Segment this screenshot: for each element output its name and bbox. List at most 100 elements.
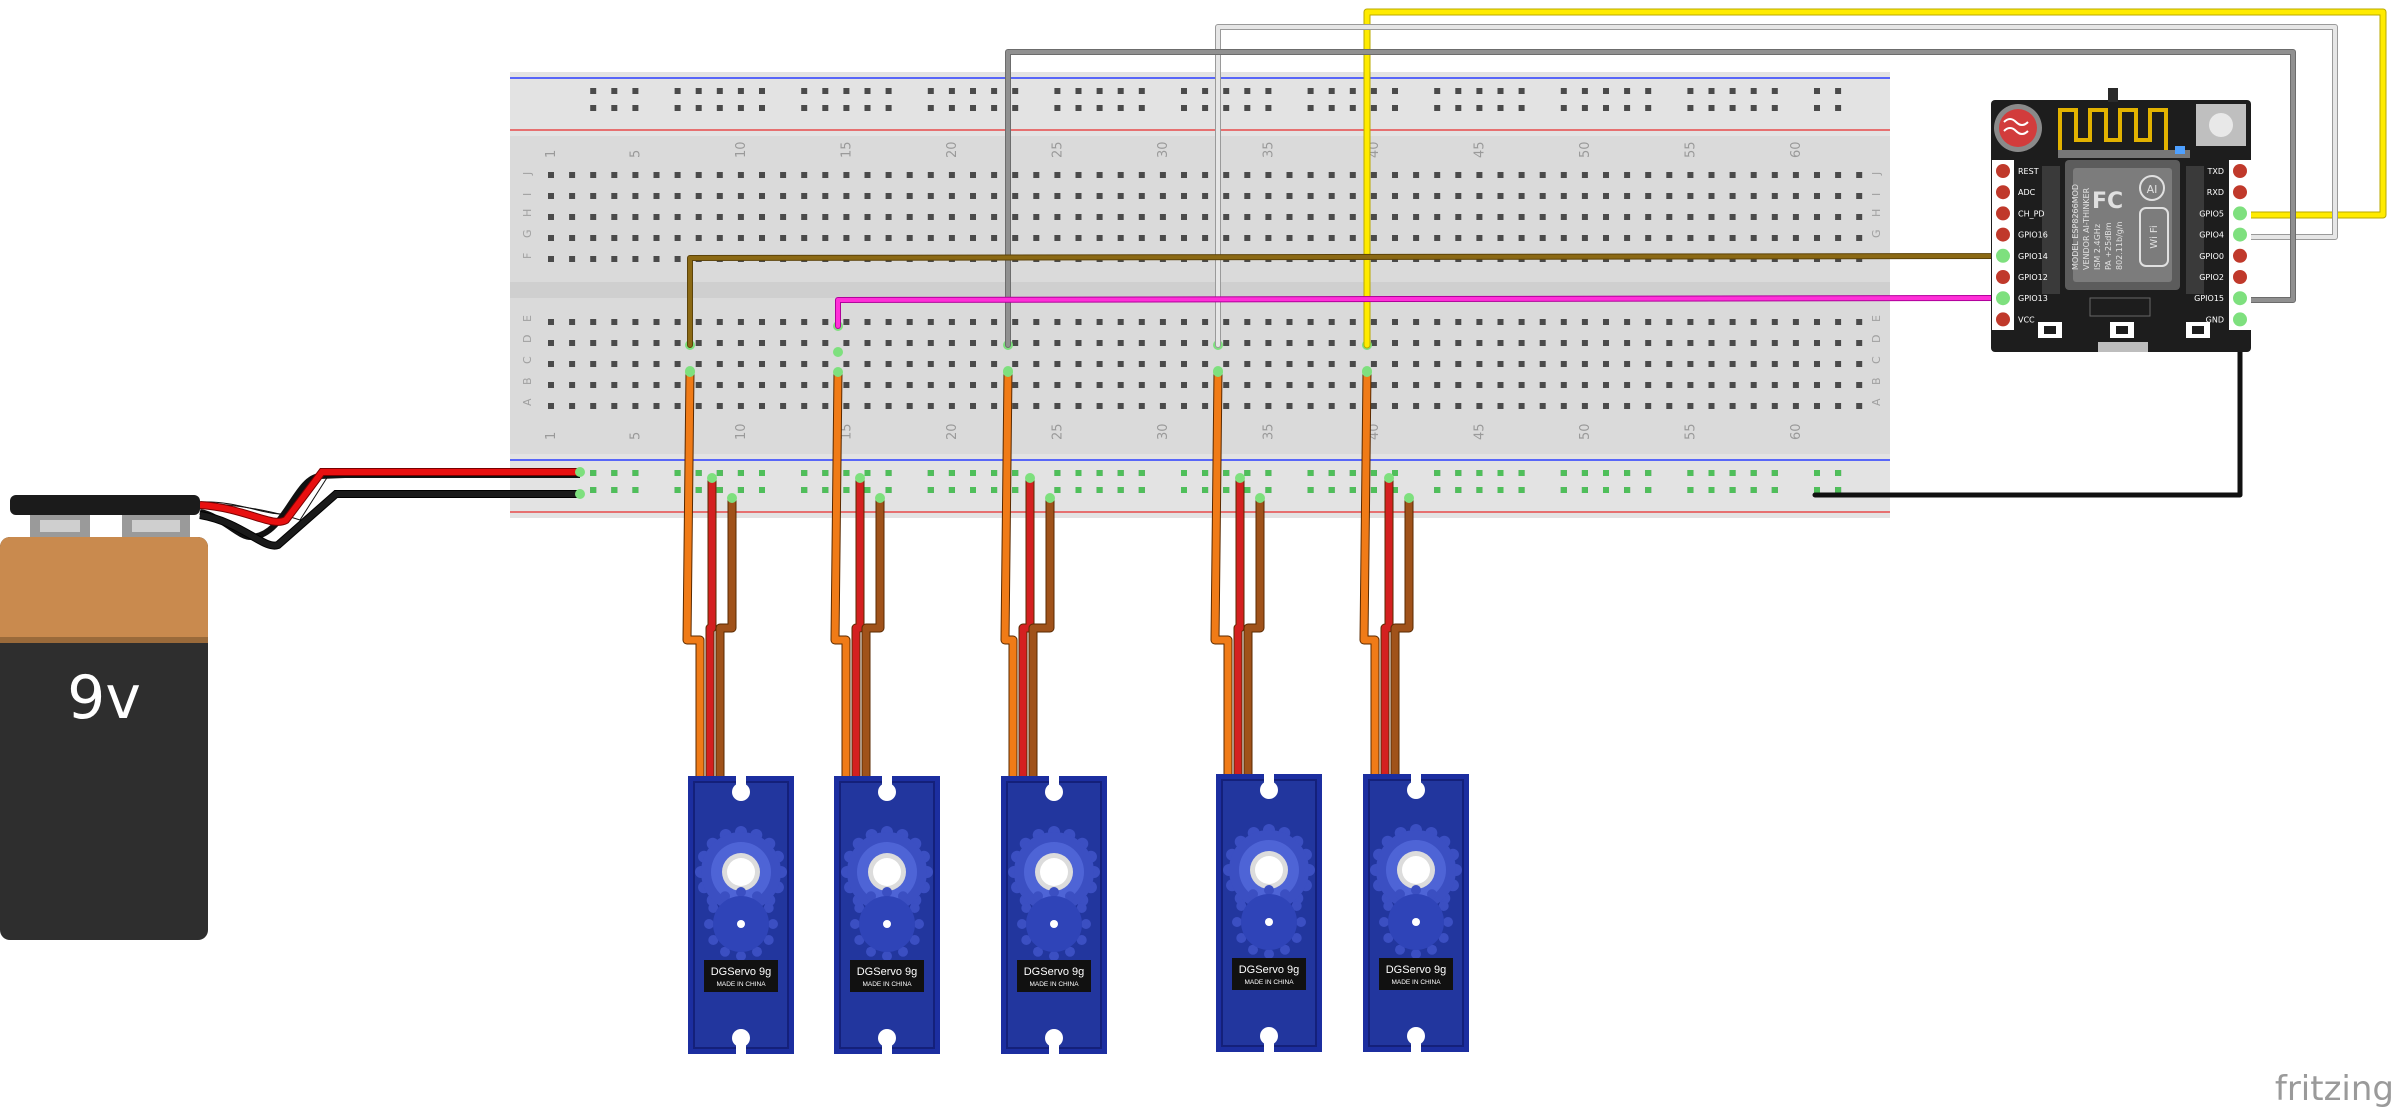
servo-origin-label: MADE IN CHINA xyxy=(862,981,912,988)
row-letter: E xyxy=(521,315,534,322)
servo-origin-label: MADE IN CHINA xyxy=(1029,981,1079,988)
module-pin xyxy=(1996,291,2010,306)
column-number: 10 xyxy=(734,141,749,158)
column-number: 20 xyxy=(945,423,960,440)
module-pin-label: GPIO14 xyxy=(2018,252,2048,261)
battery-label: 9v xyxy=(67,663,141,733)
servo-model-label: DGServo 9g xyxy=(711,966,772,978)
column-number: 55 xyxy=(1683,423,1698,440)
column-number: 15 xyxy=(839,423,854,440)
gnd-wire xyxy=(1812,319,2243,498)
row-letter: G xyxy=(1870,229,1883,238)
column-number: 35 xyxy=(1261,423,1276,440)
column-number: 30 xyxy=(1156,423,1171,440)
module-pin-label: GPIO13 xyxy=(2018,294,2048,303)
servo-origin-label: MADE IN CHINA xyxy=(1391,979,1441,986)
module-vendor-text: VENDOR AI-THINKER xyxy=(2082,187,2091,270)
row-letter: B xyxy=(1870,377,1883,385)
module-pin-label: GPIO15 xyxy=(2194,294,2224,303)
wifi-logo: Wi Fi xyxy=(2149,225,2160,248)
module-pin xyxy=(2233,248,2247,263)
module-pin xyxy=(1996,312,2010,327)
module-vendor-text: MODEL ESP8266MOD xyxy=(2071,184,2080,270)
servo: DGServo 9g MADE IN CHINA xyxy=(1210,367,1322,1052)
column-number: 15 xyxy=(839,141,854,158)
column-number: 60 xyxy=(1789,423,1804,440)
servo: DGServo 9g MADE IN CHINA xyxy=(830,367,940,1054)
servo-model-label: DGServo 9g xyxy=(1239,964,1300,976)
column-number: 50 xyxy=(1578,141,1593,158)
module-pin-label: ADC xyxy=(2018,188,2036,197)
row-letter: D xyxy=(1870,335,1883,343)
row-letter: J xyxy=(521,172,534,176)
servo-origin-label: MADE IN CHINA xyxy=(716,981,766,988)
column-number: 5 xyxy=(628,150,643,158)
module-pin-label: GPIO12 xyxy=(2018,273,2048,282)
module-pin xyxy=(1996,185,2010,200)
module-pin xyxy=(2233,206,2247,221)
servo-model-label: DGServo 9g xyxy=(1024,966,1085,978)
module-pin xyxy=(2233,185,2247,200)
row-letter: D xyxy=(521,335,534,343)
module-pin-label: REST xyxy=(2018,167,2039,176)
module-pin-label: GPIO16 xyxy=(2018,231,2048,240)
column-number: 45 xyxy=(1472,141,1487,158)
column-number: 50 xyxy=(1578,423,1593,440)
module-pin xyxy=(1996,248,2010,263)
row-letter: F xyxy=(521,253,534,259)
row-letter: J xyxy=(1870,172,1883,176)
servo: DGServo 9g MADE IN CHINA xyxy=(682,367,794,1054)
servo-model-label: DGServo 9g xyxy=(1386,964,1447,976)
row-letter: B xyxy=(521,377,534,385)
row-letter: A xyxy=(1870,398,1883,406)
column-number: 40 xyxy=(1367,141,1382,158)
module-pin-label: GPIO4 xyxy=(2199,231,2224,240)
row-letter: G xyxy=(521,229,534,238)
column-number: 5 xyxy=(628,432,643,440)
module-pin xyxy=(2233,164,2247,178)
module-pin xyxy=(2233,227,2247,242)
row-letter: H xyxy=(1870,209,1883,217)
module-pin xyxy=(1996,206,2010,221)
column-number: 10 xyxy=(734,423,749,440)
ai-logo: AI xyxy=(2147,183,2158,196)
row-letter: H xyxy=(521,209,534,217)
module-pin xyxy=(1996,270,2010,284)
row-letter: C xyxy=(1870,356,1883,364)
module-pin xyxy=(2233,291,2247,306)
module-pin-label: CH_PD xyxy=(2018,209,2045,218)
module-pin xyxy=(2233,270,2247,284)
column-number: 20 xyxy=(945,141,960,158)
battery-9v: 9v xyxy=(0,467,585,940)
fc-logo: FC xyxy=(2092,189,2123,214)
module-vendor-text: PA +25dBm xyxy=(2104,222,2113,270)
module-pin-label: GND xyxy=(2206,315,2224,324)
column-number: 25 xyxy=(1050,423,1065,440)
column-number: 1 xyxy=(544,150,559,158)
column-number: 60 xyxy=(1789,141,1804,158)
module-pin xyxy=(2233,312,2247,327)
module-pin-label: GPIO5 xyxy=(2199,209,2224,218)
breadboard: 1155101015152020252530303535404045455050… xyxy=(510,72,1890,518)
module-pin xyxy=(1996,164,2010,178)
module-pin-label: RXD xyxy=(2207,188,2224,197)
module-pin-label: VCC xyxy=(2018,315,2035,324)
row-letter: A xyxy=(521,398,534,406)
servo-model-label: DGServo 9g xyxy=(857,966,918,978)
servo-origin-label: MADE IN CHINA xyxy=(1244,979,1294,986)
module-vendor-text: ISM 2.4GHz xyxy=(2093,224,2102,270)
servo: DGServo 9g MADE IN CHINA xyxy=(1000,367,1107,1054)
column-number: 25 xyxy=(1050,141,1065,158)
row-letter: C xyxy=(521,356,534,364)
column-number: 45 xyxy=(1472,423,1487,440)
servo: DGServo 9g MADE IN CHINA xyxy=(1359,367,1469,1052)
column-number: 55 xyxy=(1683,141,1698,158)
module-vendor-text: 802.11b/g/n xyxy=(2115,221,2124,270)
module-pin xyxy=(1996,227,2010,242)
fritzing-watermark: fritzing xyxy=(2275,1069,2394,1107)
module-pin-label: GPIO2 xyxy=(2199,273,2224,282)
column-number: 1 xyxy=(544,432,559,440)
row-letter: E xyxy=(1870,315,1883,322)
